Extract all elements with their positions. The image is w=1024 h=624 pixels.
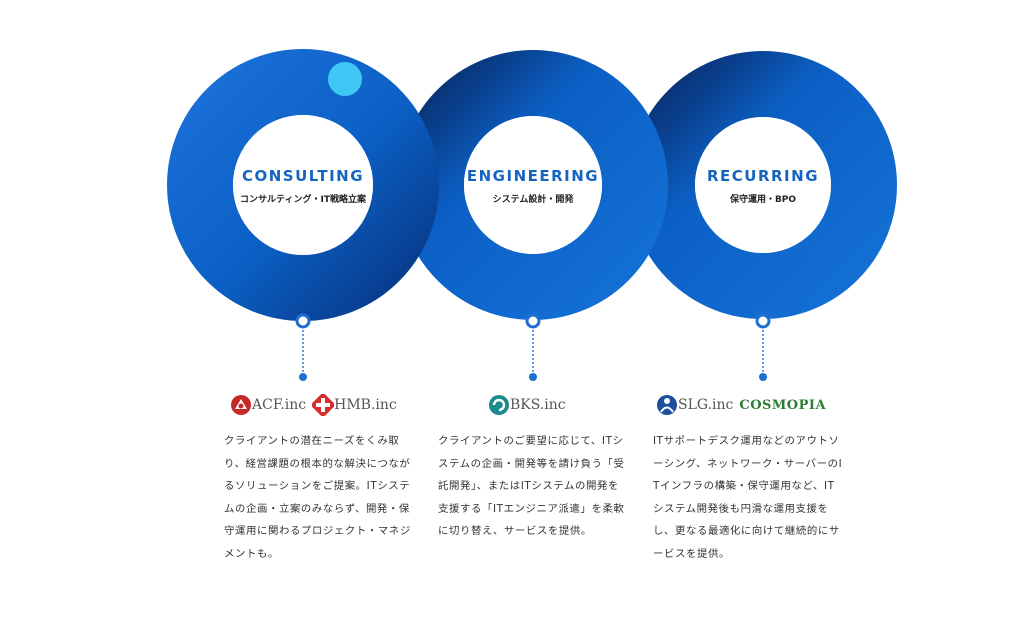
cosmopia-logo-text: COSMOPIA <box>739 397 827 413</box>
connector-consulting <box>295 313 311 381</box>
recurring-title: RECURRING <box>706 167 820 185</box>
connector-recurring <box>755 313 771 381</box>
hmb-logo-text: HMB.inc <box>334 397 397 413</box>
slg-logo-text: SLG.inc <box>678 397 734 413</box>
hmb-logo[interactable]: HMB.inc <box>312 394 397 416</box>
slg-logo[interactable]: SLG.inc <box>656 394 733 416</box>
slg-logo-icon <box>657 395 677 415</box>
consulting-logos: ACF.inc HMB.inc <box>230 392 403 418</box>
acf-logo-text: ACF.inc <box>252 397 307 413</box>
bks-logo-text: BKS.inc <box>510 397 566 413</box>
connector-engineering <box>525 313 541 381</box>
accent-dot-icon <box>328 62 362 96</box>
consulting-title: CONSULTING <box>241 167 365 185</box>
recurring-subtitle: 保守運用・BPO <box>729 195 797 205</box>
bks-logo[interactable]: BKS.inc <box>488 394 566 416</box>
bks-logo-icon <box>489 395 509 415</box>
recurring-logos: SLG.inc COSMOPIA <box>656 392 832 418</box>
engineering-description: クライアントのご要望に応じて、ITシステムの企画・開発等を請け負う「受託開発」、… <box>438 435 625 537</box>
acf-logo[interactable]: ACF.inc <box>230 394 306 416</box>
consulting-description: クライアントの潜在ニーズをくみ取り、経営課題の根本的な解決につながるソリューショ… <box>224 435 411 560</box>
engineering-logos: BKS.inc <box>488 392 572 418</box>
hmb-logo-icon <box>312 394 335 416</box>
cosmopia-logo[interactable]: COSMOPIA <box>739 398 826 413</box>
engineering-subtitle: システム設計・開発 <box>492 195 574 205</box>
acf-logo-icon <box>231 395 251 415</box>
recurring-description: ITサポートデスク運用などのアウトソーシング、ネットワーク・サーバーのITインフ… <box>653 435 843 560</box>
ring-consulting <box>167 49 439 321</box>
engineering-title: ENGINEERING <box>466 167 600 185</box>
consulting-subtitle: コンサルティング・IT戦略立案 <box>240 195 366 205</box>
